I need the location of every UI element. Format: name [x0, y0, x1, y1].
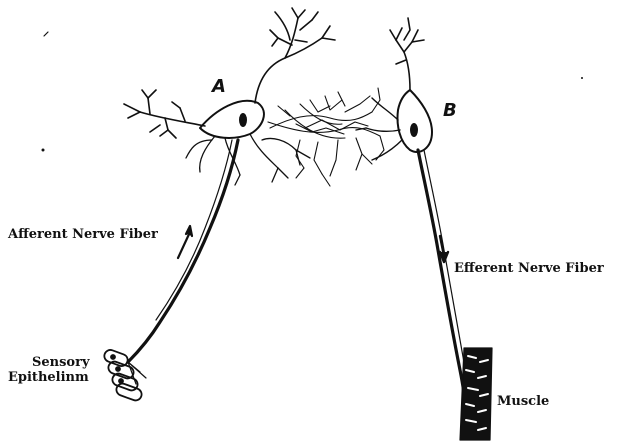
label-sensory: Sensory — [32, 356, 90, 370]
afferent-fiber — [128, 140, 238, 362]
neuron-a-cell-body — [200, 101, 264, 138]
label-muscle: Muscle — [497, 395, 549, 409]
sensory-epithelium — [103, 348, 146, 402]
label-epithelium: Epithelinm — [8, 371, 89, 385]
neuron-b-cell-body — [398, 90, 433, 152]
neuron-b-nucleus — [410, 123, 418, 137]
neuron-b-left-dendrites — [356, 98, 402, 160]
neuron-a-lower-dendrites — [186, 134, 310, 185]
label-afferent-nerve-fiber: Afferent Nerve Fiber — [8, 228, 158, 242]
neuron-b-upper-dendrites — [390, 18, 424, 90]
neuron-a-nucleus — [239, 113, 247, 127]
afferent-arrow — [178, 226, 192, 258]
synapse-region — [268, 88, 384, 186]
neuron-a-upper-dendrites — [255, 8, 335, 103]
label-neuron-a: A — [212, 80, 226, 94]
label-efferent-nerve-fiber: Efferent Nerve Fiber — [454, 262, 604, 276]
muscle-tissue — [460, 348, 492, 440]
label-neuron-b: B — [443, 104, 457, 118]
neuron-a-left-dendrites — [124, 90, 205, 138]
efferent-fiber — [418, 150, 466, 420]
